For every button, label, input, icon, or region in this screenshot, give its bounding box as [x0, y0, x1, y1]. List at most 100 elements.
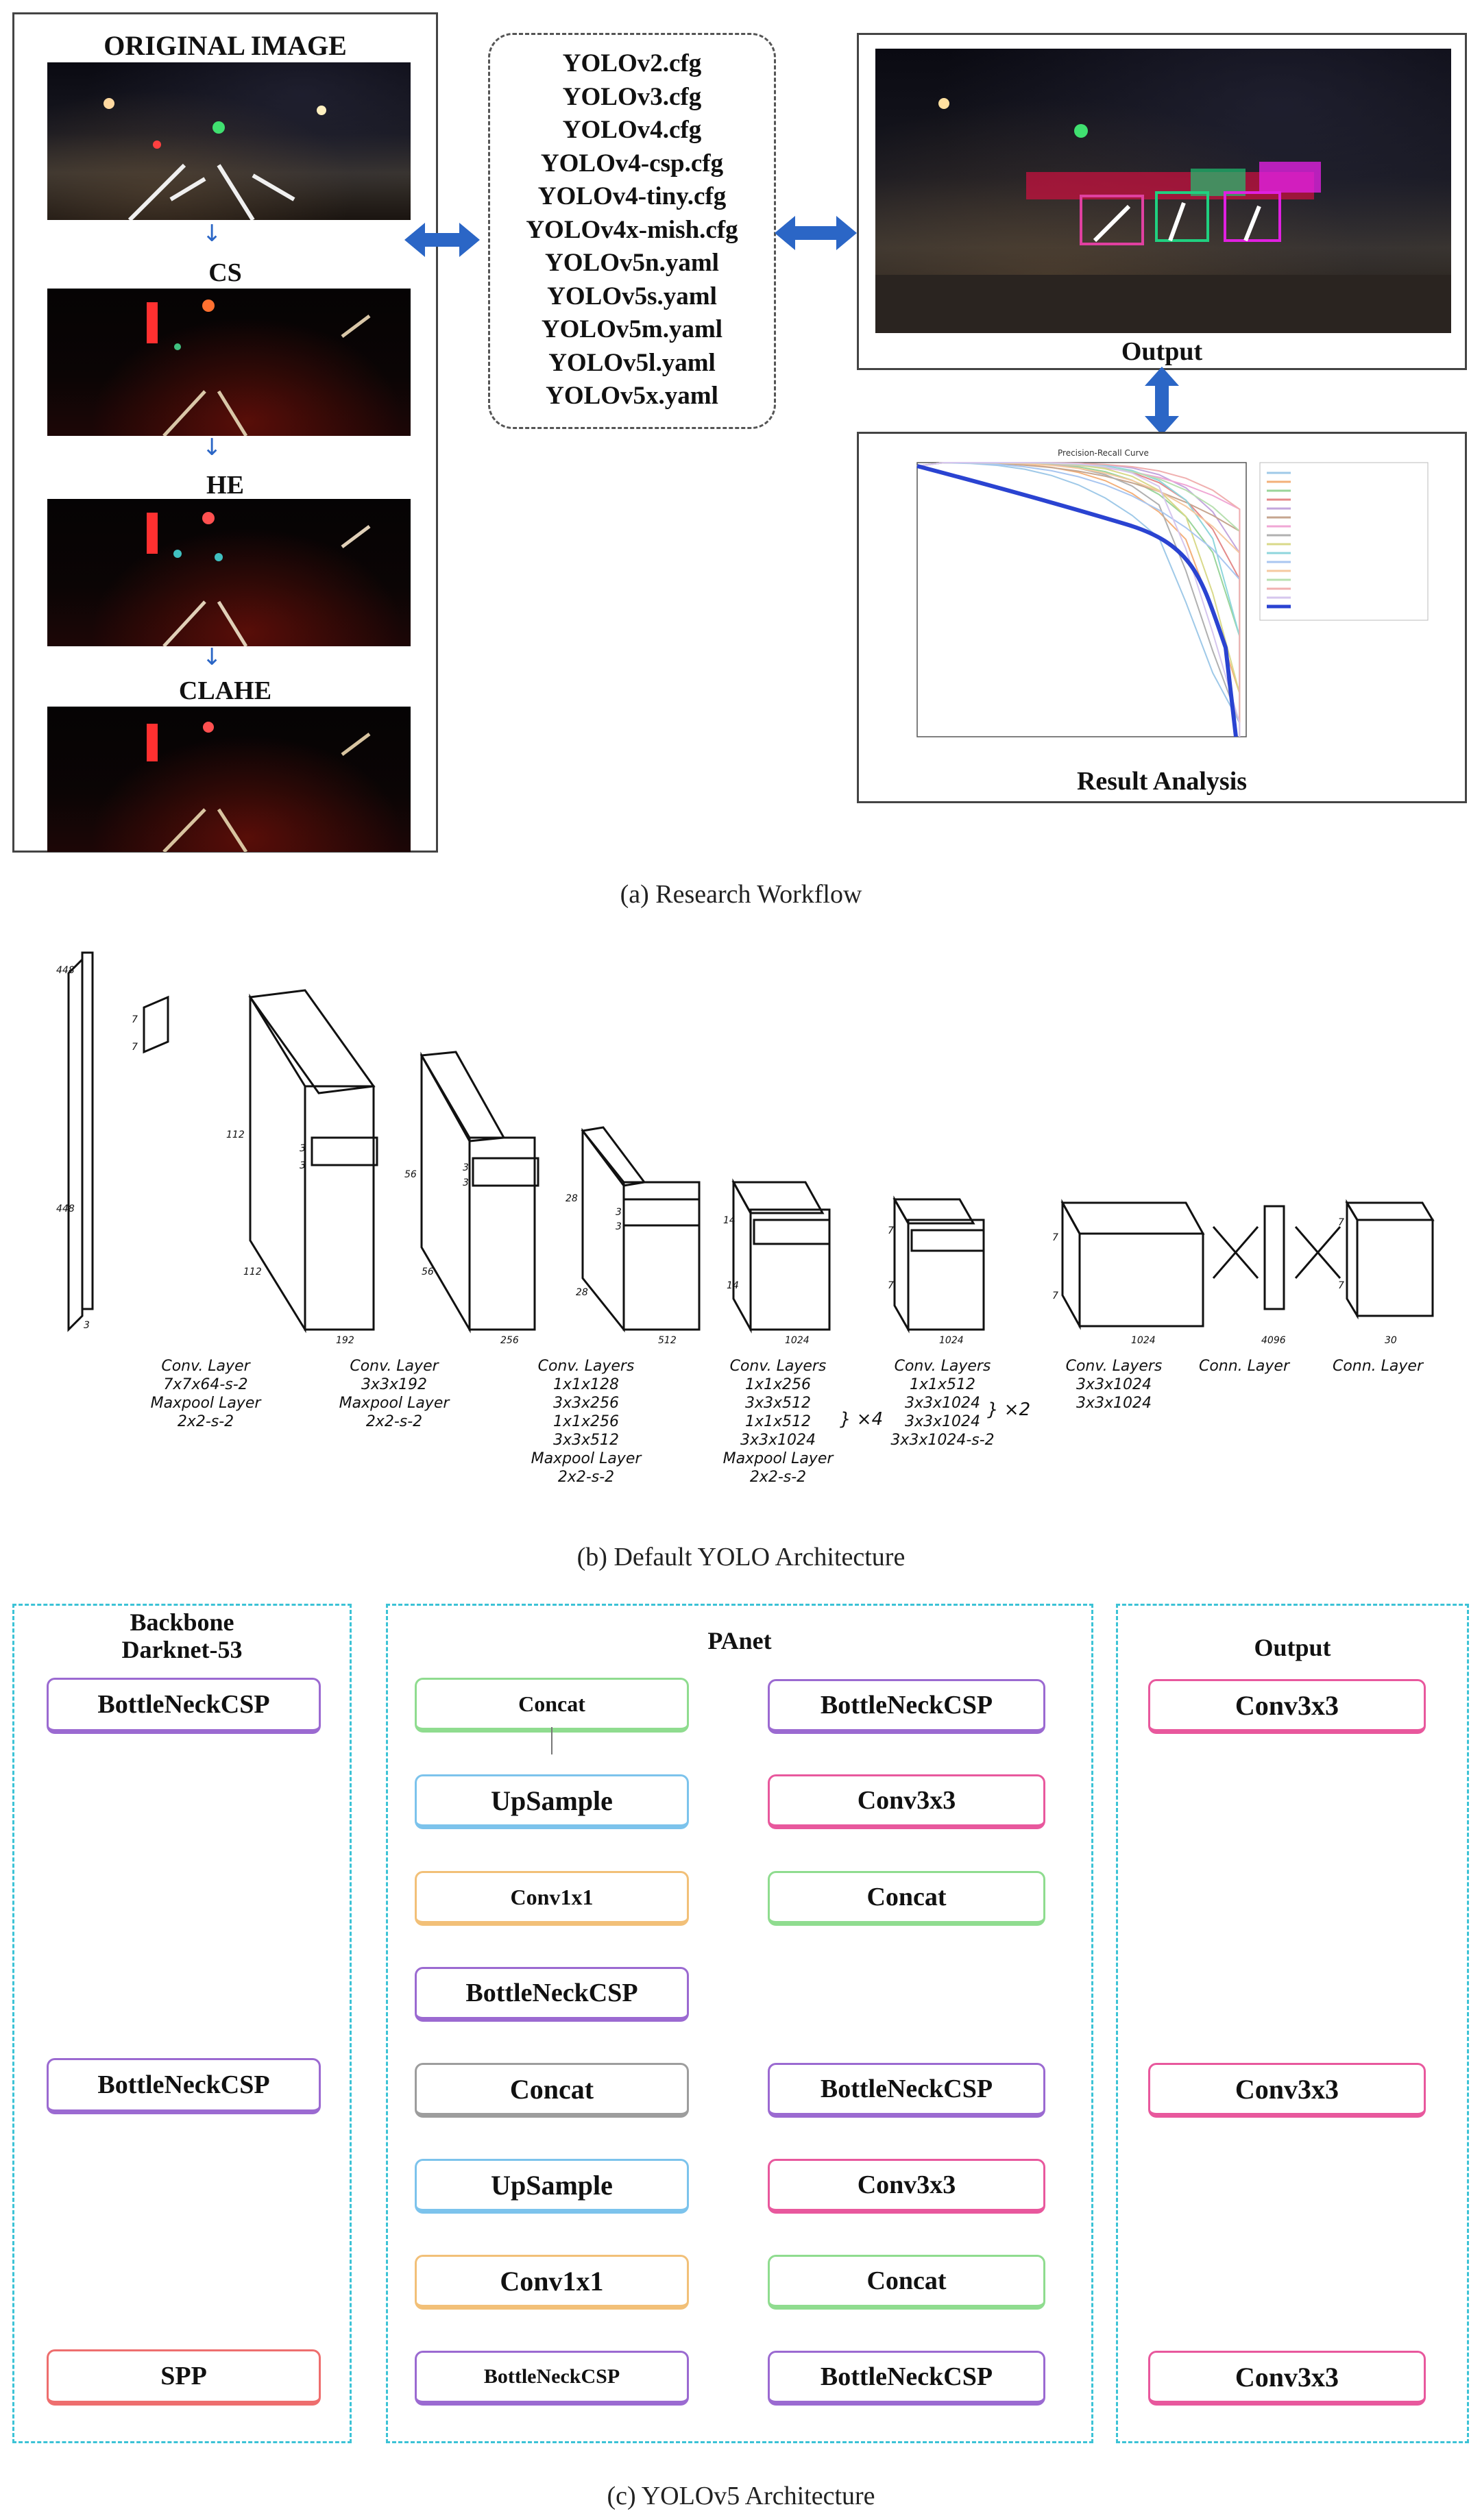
pr-legend-group [1267, 472, 1291, 609]
block5-side [893, 1195, 910, 1334]
stage-label-line: 7x7x64-s-2 [163, 1376, 248, 1393]
panet-title: PAnet [707, 1627, 772, 1654]
block6-front [1078, 1232, 1204, 1328]
block2-front [468, 1136, 536, 1331]
stage-label-line: 3x3x1024 [904, 1413, 981, 1430]
connection-line [1212, 1226, 1259, 1279]
panet-right-block: Concat [768, 1871, 1045, 1926]
dim-label: 3 [616, 1221, 622, 1232]
dim-label: 1024 [785, 1335, 810, 1346]
stage-label-line: 1x1x128 [552, 1376, 620, 1393]
block4-kernel [753, 1219, 831, 1245]
vertical-double-arrow-icon [1145, 367, 1179, 435]
output-label: Output [1121, 337, 1203, 366]
stage-label-line: 3x3x1024 [740, 1432, 816, 1449]
stage-label-line: 1x1x512 [909, 1376, 976, 1393]
stage-label-line: Conv. Layer [161, 1358, 250, 1375]
input-plane [67, 957, 84, 1332]
dim-label: 14 [727, 1280, 739, 1291]
clahe-label: CLAHE [178, 676, 272, 705]
connection-line [1294, 1226, 1341, 1279]
block6-side [1061, 1199, 1081, 1330]
block1-kernel [311, 1136, 378, 1166]
panet-right-block: BottleNeckCSP [768, 1679, 1045, 1734]
config-file-item: YOLOv2.cfg [562, 49, 702, 77]
stage-label-line: 3x3x1024-s-2 [890, 1432, 995, 1449]
output-block: Conv3x3 [1148, 1679, 1426, 1734]
dim-label: 28 [576, 1287, 588, 1298]
block3-top [581, 1126, 646, 1187]
down-arrow-icon: ↓ [202, 220, 222, 247]
dim-label: 28 [566, 1193, 578, 1204]
backbone-block: BottleNeckCSP [47, 2058, 321, 2114]
fc-layer [1263, 1205, 1285, 1310]
dim-label: 14 [723, 1215, 736, 1226]
panet-left-block: UpSample [415, 1774, 689, 1829]
dim-label: 7 [1052, 1290, 1058, 1301]
caption-c: (c) YOLOv5 Architecture [607, 2482, 875, 2510]
dim-label: 7 [888, 1225, 894, 1236]
output-front [1356, 1219, 1434, 1317]
output-panel: Output [857, 33, 1467, 370]
dim-label: 7 [132, 1014, 138, 1025]
dim-label: 56 [422, 1267, 434, 1277]
stage-label-line: Maxpool Layer [339, 1395, 450, 1412]
original-image-title: ORIGINAL IMAGE [104, 30, 347, 61]
dim-label: 7 [1338, 1280, 1344, 1291]
dim-label: 3 [463, 1177, 469, 1188]
panet-right-block: BottleNeckCSP [768, 2351, 1045, 2406]
config-file-item: YOLOv4x-mish.cfg [526, 215, 738, 244]
panet-right-block: Conv3x3 [768, 2159, 1045, 2214]
config-file-item: YOLOv5n.yaml [545, 249, 719, 277]
panet-left-block: Conv1x1 [415, 1871, 689, 1926]
dim-label: 112 [243, 1267, 262, 1277]
stage-label-line: Conv. Layers [894, 1358, 991, 1375]
concat-connector [551, 1727, 552, 1754]
stage-label-line: 1x1x512 [744, 1413, 812, 1430]
backbone-section: Backbone Darknet-53 [12, 1604, 352, 2443]
output-side [1346, 1199, 1359, 1320]
stage-label-line: 1x1x256 [744, 1376, 812, 1393]
stage-label-line: 3x3x1024 [1076, 1395, 1152, 1412]
panet-left-block: Concat [415, 1678, 689, 1733]
config-file-item: YOLOv3.cfg [562, 82, 702, 111]
output-section: Output [1116, 1604, 1469, 2443]
input-image-slab [81, 951, 94, 1310]
block5-kernel [910, 1229, 985, 1252]
block1-front [304, 1085, 375, 1331]
stage-label-line: Conv. Layers [537, 1358, 635, 1375]
cs-label: CS [208, 258, 242, 287]
output-block: Conv3x3 [1148, 2351, 1426, 2406]
config-file-item: YOLOv4-tiny.cfg [537, 182, 727, 210]
config-file-item: YOLOv5l.yaml [548, 348, 716, 377]
config-file-item: YOLOv5m.yaml [541, 315, 723, 343]
dim-label: 7 [132, 1042, 138, 1053]
dim-label: 56 [404, 1169, 417, 1180]
dim-label: 30 [1385, 1335, 1397, 1346]
dim-label: 3 [300, 1160, 306, 1171]
he-label: HE [206, 471, 244, 500]
original-image-panel: ORIGINAL IMAGE ↓ CS ↓ HE ↓ CLAHE [12, 12, 438, 853]
output-section-title: Output [1254, 1634, 1331, 1661]
block3-kernel [622, 1198, 701, 1227]
backbone-title-line2: Darknet-53 [121, 1636, 243, 1663]
clahe-scene-graphic [147, 722, 371, 852]
dim-label: 3 [84, 1320, 90, 1331]
block6-top [1060, 1201, 1205, 1235]
stage-label-line: Conn. Layer [1332, 1358, 1424, 1375]
backbone-block: SPP [47, 2349, 321, 2406]
dim-label: 1024 [1131, 1335, 1156, 1346]
stage-label-line: 2x2-s-2 [749, 1469, 807, 1486]
repeat-multiplier: } ×4 [840, 1409, 884, 1430]
clahe-image [47, 707, 411, 852]
road-scene-graphic [104, 98, 326, 220]
down-arrow-icon: ↓ [202, 434, 222, 461]
backbone-block: BottleNeckCSP [47, 1678, 321, 1734]
